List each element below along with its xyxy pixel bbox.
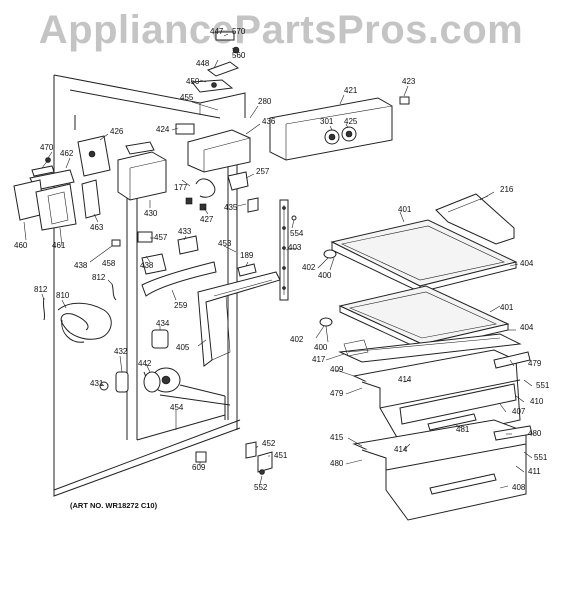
callout-460: 460 xyxy=(14,241,28,250)
callout-426: 426 xyxy=(110,127,124,136)
callout-481: 481 xyxy=(456,425,470,434)
callout-480: 480 xyxy=(528,429,542,438)
snack-pan-216 xyxy=(435,193,515,245)
callout-410: 410 xyxy=(530,397,544,406)
callout-453: 453 xyxy=(218,239,232,248)
callout-404: 404 xyxy=(520,323,534,332)
air-duct-405 xyxy=(141,261,281,367)
callout-454: 454 xyxy=(170,403,184,412)
callout-812: 812 xyxy=(92,273,106,282)
callout-479: 479 xyxy=(330,389,344,398)
callout-301: 301 xyxy=(320,117,334,126)
left-control-parts xyxy=(13,135,111,231)
callout-451: 451 xyxy=(274,451,288,460)
callout-423: 423 xyxy=(402,77,416,86)
callout-560: 560 xyxy=(232,51,246,60)
callout-470: 470 xyxy=(40,143,54,152)
callout-552: 552 xyxy=(254,483,268,492)
callout-414: 414 xyxy=(394,445,408,454)
callout-403: 403 xyxy=(288,243,302,252)
callout-570: 570 xyxy=(232,27,246,36)
callout-455: 455 xyxy=(180,93,194,102)
callout-421: 421 xyxy=(344,86,358,95)
callout-400: 400 xyxy=(314,343,328,352)
callout-457: 457 xyxy=(154,233,168,242)
callout-554: 554 xyxy=(290,229,304,238)
callout-408: 408 xyxy=(512,483,526,492)
callout-551: 551 xyxy=(536,381,550,390)
callout-280: 280 xyxy=(258,97,272,106)
callout-438: 438 xyxy=(140,261,154,270)
callout-810: 810 xyxy=(56,291,70,300)
callout-435: 435 xyxy=(224,203,238,212)
callout-452: 452 xyxy=(262,439,276,448)
callout-189: 189 xyxy=(240,251,254,260)
callout-438: 438 xyxy=(74,261,88,270)
callout-414: 414 xyxy=(398,375,412,384)
callout-259: 259 xyxy=(174,301,188,310)
callout-436: 436 xyxy=(262,117,276,126)
callout-425: 425 xyxy=(344,117,358,126)
light-and-switch-parts xyxy=(111,231,257,277)
callout-411: 411 xyxy=(528,467,541,476)
callout-402: 402 xyxy=(302,263,316,272)
callout-462: 462 xyxy=(60,149,74,158)
callout-442: 442 xyxy=(138,359,152,368)
evap-cover-430 xyxy=(117,141,259,213)
cabinet-outline xyxy=(53,74,246,497)
drain-heater-810 xyxy=(42,283,117,343)
callout-431: 431 xyxy=(90,379,104,388)
fan-housing-436 xyxy=(175,123,251,173)
middle-glass-shelf xyxy=(319,285,510,351)
callout-450: 450 xyxy=(186,77,200,86)
callout-407: 407 xyxy=(512,407,526,416)
callout-216: 216 xyxy=(500,185,514,194)
callout-480: 480 xyxy=(330,459,344,468)
callout-434: 434 xyxy=(156,319,170,328)
callout-numbers: 447 570 560 448 450 455 280 421 423 426 … xyxy=(14,27,550,492)
callout-401: 401 xyxy=(398,205,412,214)
lower-crisper-pan xyxy=(352,419,533,521)
leader-lines xyxy=(23,33,533,489)
callout-177: 177 xyxy=(174,183,188,192)
callout-409: 409 xyxy=(330,365,344,374)
callout-257: 257 xyxy=(256,167,270,176)
upper-glass-shelf xyxy=(323,219,518,293)
callout-447: 447 xyxy=(210,27,224,36)
bottom-hinge-parts xyxy=(195,441,273,475)
callout-404: 404 xyxy=(520,259,534,268)
shelf-support-rail-403 xyxy=(279,199,297,301)
callout-415: 415 xyxy=(330,433,344,442)
callout-551: 551 xyxy=(534,453,548,462)
callout-402: 402 xyxy=(290,335,304,344)
callout-812: 812 xyxy=(34,285,48,294)
callout-432: 432 xyxy=(114,347,128,356)
callout-427: 427 xyxy=(200,215,214,224)
crisper-cover-417 xyxy=(338,333,522,363)
callout-448: 448 xyxy=(196,59,210,68)
callout-400: 400 xyxy=(318,271,332,280)
callout-458: 458 xyxy=(102,259,116,268)
callout-417: 417 xyxy=(312,355,326,364)
top-hinge-assembly xyxy=(191,31,240,93)
callout-433: 433 xyxy=(178,227,192,236)
callout-405: 405 xyxy=(176,343,190,352)
callout-609: 609 xyxy=(192,463,206,472)
callout-430: 430 xyxy=(144,209,158,218)
callout-424: 424 xyxy=(156,125,170,134)
art-number-caption: (ART NO. WR18272 C10) xyxy=(70,501,158,510)
callout-461: 461 xyxy=(52,241,66,250)
callout-463: 463 xyxy=(90,223,104,232)
watermark-logo: AppliancePartsPros.com xyxy=(38,8,524,52)
callout-479: 479 xyxy=(528,359,542,368)
control-housing xyxy=(269,96,410,161)
callout-401: 401 xyxy=(500,303,514,312)
